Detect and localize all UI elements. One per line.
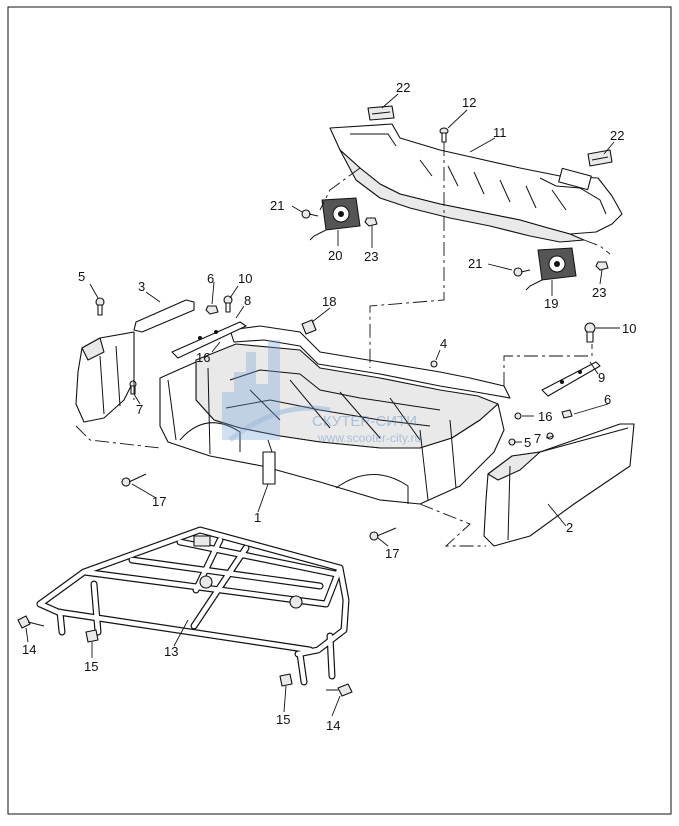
part-22-clip-left: [367, 105, 395, 121]
callout-labels: 22 12 11 22 21 20 23 21 19 23 5 3 6 10 8…: [22, 80, 636, 733]
watermark: СКУТЕР-СИТИ www.scooter-city.ru: [222, 340, 421, 445]
callout-14-right: 14: [326, 718, 340, 733]
callout-17-left: 17: [152, 494, 166, 509]
callout-11: 11: [493, 125, 507, 140]
callout-15-left: 15: [84, 659, 98, 674]
hardware-small-parts: [95, 295, 596, 541]
part-23-nut-right: [595, 261, 609, 271]
callout-17-right: 17: [385, 546, 399, 561]
callout-5-left: 5: [78, 269, 85, 284]
callout-13: 13: [164, 644, 178, 659]
part-22-clip-right: [587, 149, 613, 167]
callout-8: 8: [244, 293, 251, 308]
assembly-lines: [75, 142, 611, 547]
part-20-tail-lamp-left: [309, 197, 361, 241]
callout-16-left: 16: [196, 350, 210, 365]
callout-19: 19: [544, 296, 558, 311]
part-19-tail-lamp-right: [525, 247, 577, 291]
callout-22-right: 22: [610, 128, 624, 143]
part-9-bracket: [541, 361, 601, 397]
callout-20: 20: [328, 248, 342, 263]
callout-18: 18: [322, 294, 336, 309]
callout-5-right: 5: [524, 435, 531, 450]
diagram-frame: [7, 6, 672, 815]
callout-3: 3: [138, 279, 145, 294]
part-14-bolt-left: [17, 615, 45, 629]
part-3-side-panel-left: [75, 331, 135, 423]
part-2-side-panel-right: [483, 423, 635, 547]
part-8-bracket: [133, 299, 247, 359]
callout-1: 1: [254, 510, 261, 525]
part-14-bolt-right: [326, 683, 353, 697]
callout-2: 2: [566, 520, 573, 535]
leader-lines: [25, 93, 620, 717]
callout-12: 12: [462, 95, 476, 110]
callout-21-left: 21: [270, 198, 284, 213]
callout-14-left: 14: [22, 642, 36, 657]
callout-6-right: 6: [604, 392, 611, 407]
part-12-bolt: [439, 127, 449, 143]
part-23-nut-left: [364, 217, 378, 227]
callout-10-right: 10: [622, 321, 636, 336]
callout-4: 4: [440, 336, 447, 351]
watermark-skyline-icon: [222, 340, 280, 440]
callout-16-right: 16: [538, 409, 552, 424]
callout-7-left: 7: [136, 402, 143, 417]
callout-10-left: 10: [238, 271, 252, 286]
watermark-url: www.scooter-city.ru: [317, 431, 421, 445]
callout-7-right: 7: [534, 431, 541, 446]
part-15-nut-right: [279, 673, 293, 687]
callout-15-right: 15: [276, 712, 290, 727]
callout-22-left: 22: [396, 80, 410, 95]
part-21-screw-right: [513, 267, 531, 277]
callout-6-left: 6: [207, 271, 214, 286]
part-11-cross-member: [329, 123, 623, 243]
watermark-title: СКУТЕР-СИТИ: [312, 413, 417, 430]
part-13-tubular-rack: [36, 526, 350, 686]
callout-23-left: 23: [364, 249, 378, 264]
part-21-screw-left: [301, 209, 319, 219]
callout-23-right: 23: [592, 285, 606, 300]
callout-21-right: 21: [468, 256, 482, 271]
callout-9: 9: [598, 370, 605, 385]
part-15-nut-left: [85, 629, 99, 643]
